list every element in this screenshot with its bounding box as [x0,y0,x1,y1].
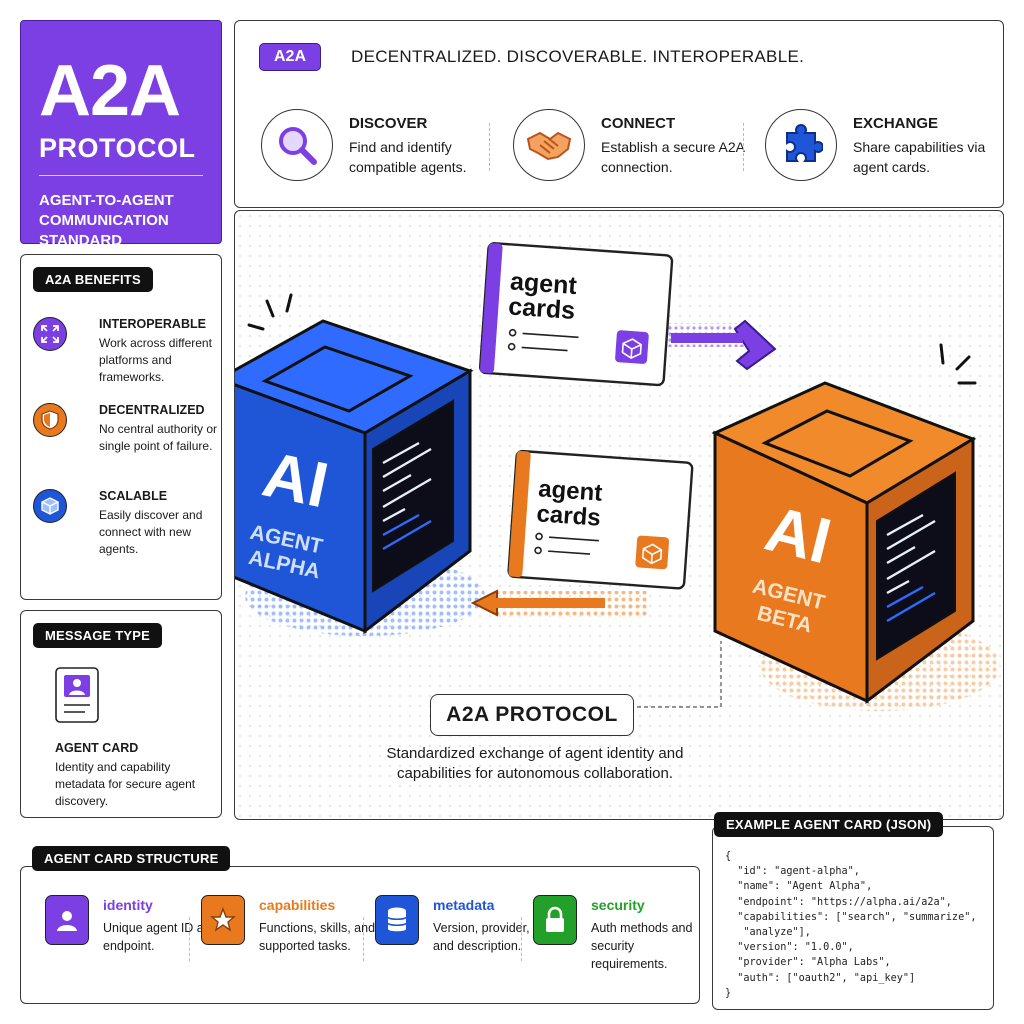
features-panel: A2A DECENTRALIZED. DISCOVERABLE. INTEROP… [234,20,1004,208]
protocol-description: Standardized exchange of agent identity … [386,745,684,782]
structure-item: security Auth methods and security requi… [533,895,698,975]
json-line: "id": "agent-alpha", [725,866,860,878]
json-line: "capabilities": ["search", "summarize", [725,911,977,923]
structure-item: capabilities Functions, skills, and supp… [201,895,375,975]
structure-divider [189,917,190,961]
message-type-title: AGENT CARD [55,741,139,755]
handshake-icon [513,109,585,181]
agent-alpha-cube [235,319,474,635]
structure-header: AGENT CARD STRUCTURE [32,846,231,871]
json-line: } [725,987,732,999]
card-top-line2: cards [507,292,576,325]
structure-title: security [591,897,645,913]
feature-discover: DISCOVER Find and identify compatible ag… [261,109,501,189]
structure-desc: Auth methods and security requirements. [591,921,693,971]
magnifier-icon [261,109,333,181]
star-icon [201,895,245,945]
feature-title: EXCHANGE [853,115,939,132]
feature-divider [743,123,744,171]
feature-divider [489,123,490,171]
user-icon [45,895,89,945]
lock-icon [533,895,577,945]
alpha-spark-icon [247,293,293,331]
feature-desc: Establish a secure A2A connection. [601,139,745,175]
alpha-label-big: AI [257,438,335,522]
json-line: "analyze"], [725,927,811,939]
feature-exchange: EXCHANGE Share capabilities via agent ca… [765,109,1005,189]
hero-banner: A2A PROTOCOL AGENT-TO-AGENT COMMUNICATIO… [20,20,222,249]
database-icon [375,895,419,945]
id-card-icon [55,667,99,728]
feature-title: CONNECT [601,115,676,132]
card-bottom-line2: cards [536,500,602,531]
structure-panel: identity Unique agent ID and endpoint. c… [20,866,700,1004]
structure-item: metadata Version, provider, and descript… [375,895,540,975]
json-code: { "id": "agent-alpha", "name": "Agent Al… [725,849,976,1001]
agent-beta-cube [711,381,977,705]
connector-dashed [637,641,722,708]
feature-desc: Find and identify compatible agents. [349,139,467,175]
json-line: "auth": ["oauth2", "api_key"] [725,972,916,984]
structure-title: capabilities [259,897,336,913]
structure-divider [363,917,364,961]
structure-desc: Version, provider, and description. [433,921,530,953]
message-type-panel: MESSAGE TYPE AGENT CARD Identity and cap… [20,610,222,818]
feature-connect: CONNECT Establish a secure A2A connectio… [513,109,753,189]
message-type-desc: Identity and capability metadata for sec… [55,760,196,808]
benefit-desc: Easily discover and connect with new age… [99,508,203,556]
arrow-right-purple [667,319,777,371]
json-panel: { "id": "agent-alpha", "name": "Agent Al… [712,826,994,1010]
benefits-header: A2A BENEFITS [33,267,153,292]
a2a-badge: A2A [259,43,322,71]
hero-subtitle: PROTOCOL [39,133,196,163]
benefit-title: INTEROPERABLE [99,317,206,331]
json-line: { [725,851,732,862]
benefit-title: SCALABLE [99,489,168,503]
json-header: EXAMPLE AGENT CARD (JSON) [714,812,944,837]
benefit-item: DECENTRALIZED No central authority or si… [33,403,223,483]
structure-desc: Functions, skills, and supported tasks. [259,921,376,953]
protocol-diagram: AI AGENT ALPHA AI AGENT BETA [234,210,1004,820]
hero-divider [39,175,203,176]
puzzle-icon [765,109,837,181]
json-line: "endpoint": "https://alpha.ai/a2a", [725,896,952,908]
json-line: "name": "Agent Alpha", [725,881,873,893]
feature-title: DISCOVER [349,115,428,132]
structure-title: identity [103,897,153,913]
beta-spark-icon [939,343,977,385]
card-top-line1: agent [509,267,578,300]
feature-desc: Share capabilities via agent cards. [853,139,986,175]
message-type-header: MESSAGE TYPE [33,623,162,648]
structure-title: metadata [433,897,495,913]
structure-item: identity Unique agent ID and endpoint. [45,895,218,975]
agent-card-bottom [507,449,694,590]
benefit-item: INTEROPERABLE Work across different plat… [33,317,223,397]
hero-title: A2A [39,51,181,131]
arrow-left-orange [470,589,647,617]
benefit-item: SCALABLE Easily discover and connect wit… [33,489,223,569]
expand-arrows-icon [33,317,67,351]
cube-icon [33,489,67,523]
hero-tagline: AGENT-TO-AGENT COMMUNICATION STANDARD [39,192,174,249]
benefit-desc: Work across different platforms and fram… [99,336,212,384]
benefit-desc: No central authority or single point of … [99,422,218,453]
json-line: "version": "1.0.0", [725,942,854,954]
card-bottom-line1: agent [537,475,603,506]
features-tagline: DECENTRALIZED. DISCOVERABLE. INTEROPERAB… [351,47,805,66]
benefit-title: DECENTRALIZED [99,403,205,417]
json-line: "provider": "Alpha Labs", [725,957,891,969]
agent-card-top [478,242,674,387]
shield-icon [33,403,67,437]
structure-divider [521,917,522,961]
benefits-panel: A2A BENEFITS INTEROPERABLE Work across d… [20,254,222,600]
protocol-label: A2A PROTOCOL [430,694,634,736]
